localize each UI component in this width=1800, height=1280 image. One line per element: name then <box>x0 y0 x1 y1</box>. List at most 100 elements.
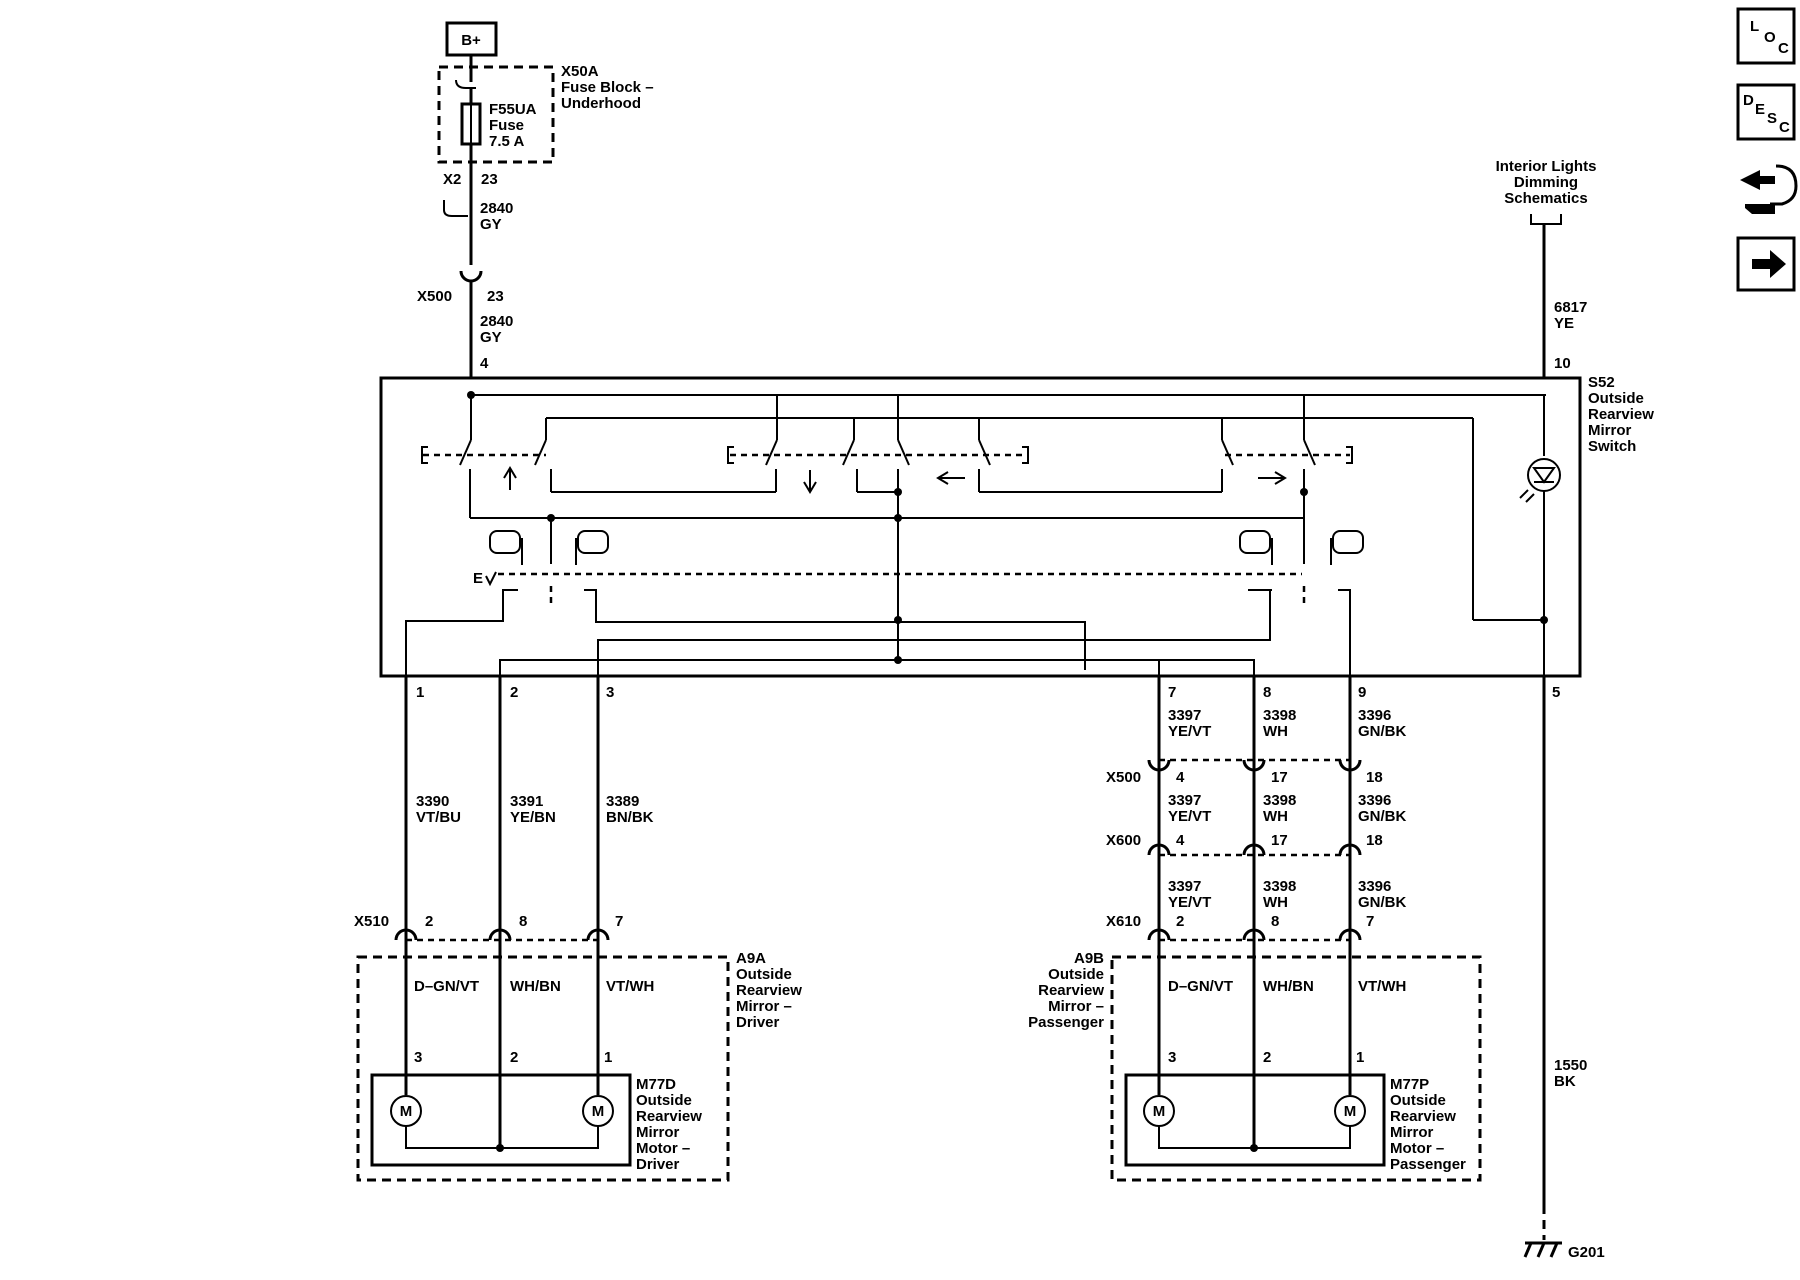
ground-icon <box>1523 1241 1562 1258</box>
connector-tool-button[interactable] <box>1740 164 1798 214</box>
mirror-driver-label-4: Driver <box>736 1014 780 1031</box>
wrench-icon <box>1745 204 1775 214</box>
wire-3398-circuit-c: 3398 <box>1263 878 1296 895</box>
interior-lights-label-1: Interior Lights <box>1496 158 1597 175</box>
x2-label: X2 <box>443 171 461 188</box>
switch-pin-2: 2 <box>510 684 518 701</box>
switch-label-4: Switch <box>1588 438 1636 455</box>
motor-driver-label-3: Mirror <box>636 1124 680 1141</box>
x610-pin-2: 2 <box>1176 913 1184 930</box>
arrow-down-icon <box>803 470 817 494</box>
motor-driver-box <box>370 1073 632 1167</box>
mirror-pass-color-3: VT/WH <box>1358 978 1406 995</box>
motor-pass-label-3: Mirror <box>1390 1124 1434 1141</box>
fuse-block-id: X50A <box>561 63 599 80</box>
switch-contacts-down <box>765 395 858 492</box>
fuse-block-label2: Underhood <box>561 95 641 112</box>
motor-pass-symbol-1: M <box>1153 1103 1166 1120</box>
wire-3396-color-a: GN/BK <box>1358 723 1407 740</box>
motor-pass-label-2: Rearview <box>1390 1108 1456 1125</box>
mirror-driver-label-2: Rearview <box>736 982 802 999</box>
wire-3398-color-a: WH <box>1263 723 1288 740</box>
motor-driver-label-1: Outside <box>636 1092 692 1109</box>
wire-2840-color-a: GY <box>480 216 502 233</box>
desc-button[interactable]: D E S C <box>1736 83 1796 141</box>
mirror-driver-color-1: D–GN/VT <box>414 978 479 995</box>
wire-3389-color: BN/BK <box>606 809 654 826</box>
motor-pass-label-5: Passenger <box>1390 1156 1466 1173</box>
loc-button[interactable]: L O C <box>1736 7 1796 65</box>
mirror-driver-color-3: VT/WH <box>606 978 654 995</box>
connector-tool-icon <box>1740 170 1775 190</box>
x500-top-pin: 23 <box>487 288 504 305</box>
illumination-led-icon <box>1527 458 1561 492</box>
motor-driver-symbol-2: M <box>592 1103 605 1120</box>
x610-pin-7: 7 <box>1366 913 1374 930</box>
desc-letter-s: S <box>1767 110 1777 127</box>
wire-2840-circuit-b: 2840 <box>480 313 513 330</box>
wire-3391-circuit: 3391 <box>510 793 543 810</box>
wire-2840-color-b: GY <box>480 329 502 346</box>
x500-pin-4: 4 <box>1176 769 1185 786</box>
mirror-pass-label-4: Passenger <box>1028 1014 1104 1031</box>
wire-3397-circuit-a: 3397 <box>1168 707 1201 724</box>
interior-lights-label-2: Dimming <box>1514 174 1578 191</box>
mirror-driver-label-1: Outside <box>736 966 792 983</box>
x500-label: X500 <box>1106 769 1141 786</box>
wire-1550-circuit: 1550 <box>1554 1057 1587 1074</box>
mirror-driver-outline <box>356 955 730 1182</box>
switch-pin-1: 1 <box>416 684 424 701</box>
mirror-right-icon-2 <box>1330 530 1364 565</box>
wire-3390-circuit: 3390 <box>416 793 449 810</box>
wire-3390-color: VT/BU <box>416 809 461 826</box>
mirror-driver-label-3: Mirror – <box>736 998 792 1015</box>
loc-letter-o: O <box>1764 29 1776 46</box>
x610-pin-8: 8 <box>1271 913 1279 930</box>
wire-3397-circuit-c: 3397 <box>1168 878 1201 895</box>
motor-pass-pin-2: 2 <box>1263 1049 1271 1066</box>
mirror-pass-label-1: Outside <box>1048 966 1104 983</box>
wire-6817-color: YE <box>1554 315 1574 332</box>
x510-pin-8: 8 <box>519 913 527 930</box>
mirror-pass-color-1: D–GN/VT <box>1168 978 1233 995</box>
switch-label-1: Outside <box>1588 390 1644 407</box>
x600-pin-18: 18 <box>1366 832 1383 849</box>
wire-3396-circuit-b: 3396 <box>1358 792 1391 809</box>
arrow-right-icon-nav <box>1752 250 1786 278</box>
fuse-id: F55UA <box>489 101 537 118</box>
motor-driver-label-4: Motor – <box>636 1140 690 1157</box>
motor-pass-label-4: Motor – <box>1390 1140 1444 1157</box>
motor-driver-id: M77D <box>636 1076 676 1093</box>
x610-label: X610 <box>1106 913 1141 930</box>
motor-driver-pin-1: 1 <box>604 1049 612 1066</box>
motor-pass-id: M77P <box>1390 1076 1429 1093</box>
wire-3396-circuit-c: 3396 <box>1358 878 1391 895</box>
wire-3397-circuit-b: 3397 <box>1168 792 1201 809</box>
wire-3397-color-a: YE/VT <box>1168 723 1211 740</box>
fuse-name: Fuse <box>489 117 524 134</box>
next-button[interactable] <box>1736 236 1796 292</box>
mirror-pass-id: A9B <box>1074 950 1104 967</box>
switch-pin-4: 4 <box>480 355 489 372</box>
lr-selector-marker: E <box>473 570 483 587</box>
motor-pass-box <box>1124 1073 1386 1167</box>
mirror-pass-color-2: WH/BN <box>1263 978 1314 995</box>
arrow-up-icon <box>503 466 517 490</box>
mirror-left-icon-2 <box>575 530 609 565</box>
mirror-pass-outline <box>1110 955 1482 1182</box>
switch-pin-8: 8 <box>1263 684 1271 701</box>
switch-pin-10: 10 <box>1554 355 1571 372</box>
switch-box-s52 <box>379 376 1582 678</box>
x500-top-label: X500 <box>417 288 452 305</box>
switch-pin-5: 5 <box>1552 684 1560 701</box>
fuse-rating: 7.5 A <box>489 133 524 150</box>
mirror-pass-label-3: Mirror – <box>1048 998 1104 1015</box>
switch-pin-7: 7 <box>1168 684 1176 701</box>
interior-lights-ref <box>1530 214 1562 225</box>
motor-driver-label-2: Rearview <box>636 1108 702 1125</box>
x510-label: X510 <box>354 913 389 930</box>
x510-pin-7: 7 <box>615 913 623 930</box>
wire-3398-circuit-b: 3398 <box>1263 792 1296 809</box>
fuse-block-label: Fuse Block – <box>561 79 654 96</box>
wire-3397-color-c: YE/VT <box>1168 894 1211 911</box>
